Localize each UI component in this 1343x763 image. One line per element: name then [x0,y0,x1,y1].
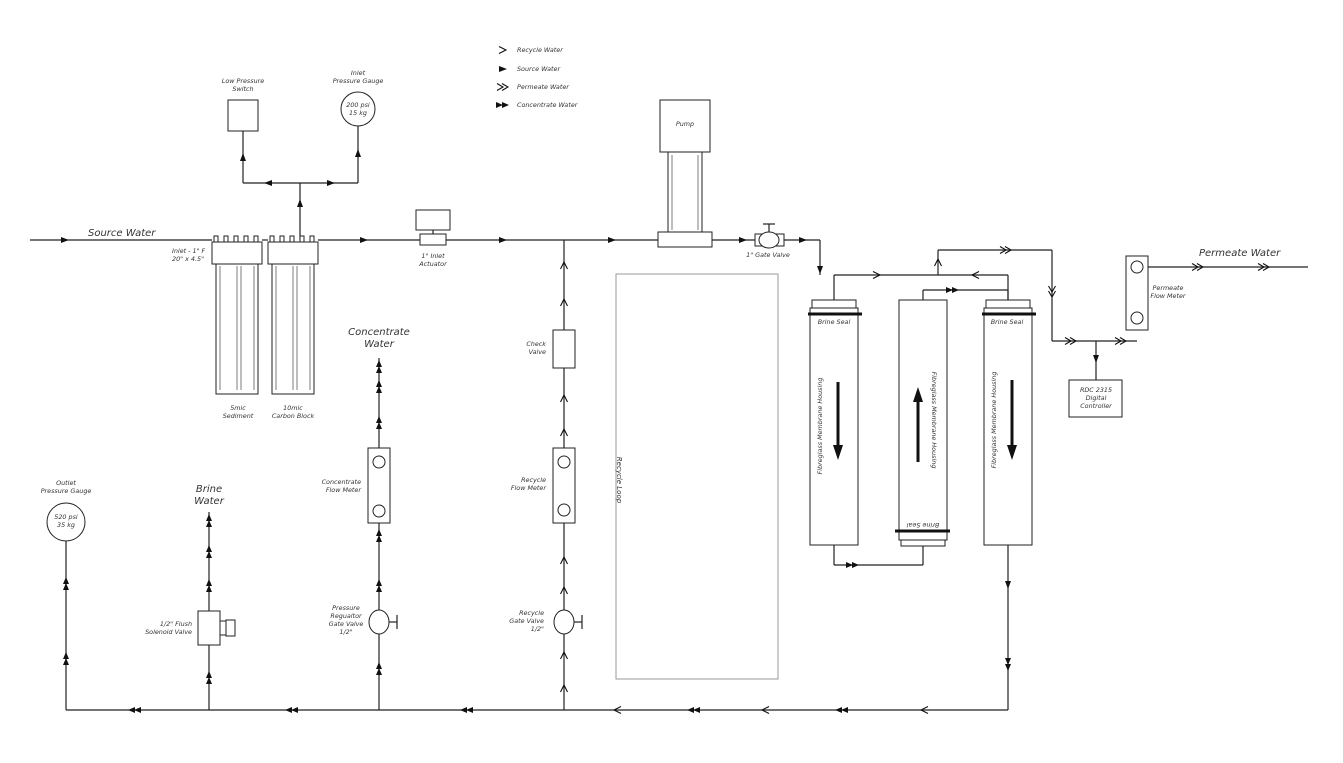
check-valve [552,329,576,369]
brine-seal-label: Brine Seal [818,318,851,326]
recycle-gate-valve [553,609,575,635]
permeate-flow-meter [1125,255,1149,331]
membrane-housing-label: Fibreglass Membrane Housing [816,378,824,475]
membrane-housing-1: Brine Seal Fibreglass Membrane Housing [808,299,862,546]
source-water-label: Source Water [88,228,156,239]
outlet-pressure-gauge [46,502,86,542]
permeate-water-label: Permeate Water [1199,248,1281,259]
membrane-housing-3: Brine Seal Fibreglass Membrane Housing [982,299,1036,546]
inlet-pressure-gauge [340,91,376,127]
source-arrow-icon [499,66,507,72]
gate-valve-label: 1" Gate Valve [746,251,790,259]
housing-interconnect [833,245,1137,568]
recycle-loop: Recycle Loop [615,273,779,680]
legend-label: Permeate Water [517,83,569,91]
legend-label: Recycle Water [517,46,563,54]
legend-item-recycle: Recycle Water [498,45,563,55]
pump-label: Pump [676,120,694,128]
concentrate-return-line [66,545,1011,715]
pump: Pump [657,99,713,248]
low-pressure-switch [227,99,259,132]
legend-label: Source Water [517,65,560,73]
recycle-loop-label: Recycle Loop [615,457,623,504]
brine-seal-label: Brine Seal [991,318,1024,326]
flush-solenoid-valve [197,610,221,646]
legend-item-permeate: Permeate Water [496,82,569,92]
permeate-arrow-icon [496,82,509,92]
legend-label: Concentrate Water [517,101,578,109]
recycle-arrow-icon [498,45,507,55]
concentrate-flow-meter [367,447,391,524]
membrane-housing-2: Brine Seal Fibreglass Membrane Housing [895,299,950,547]
legend-item-source: Source Water [499,65,560,73]
pressure-regulator-valve [368,609,390,635]
membrane-housing-label: Fibreglass Membrane Housing [930,372,938,469]
recycle-flow-meter [552,447,576,524]
brine-seal-label: Brine Seal [907,521,940,529]
concentrate-arrow-icon [496,102,509,108]
membrane-housing-label: Fibreglass Membrane Housing [990,372,998,469]
legend: Recycle Water Source Water Permeate Wate… [496,45,578,109]
legend-item-concentrate: Concentrate Water [496,101,578,109]
inlet-gate-valve: 1" Gate Valve [746,223,790,259]
